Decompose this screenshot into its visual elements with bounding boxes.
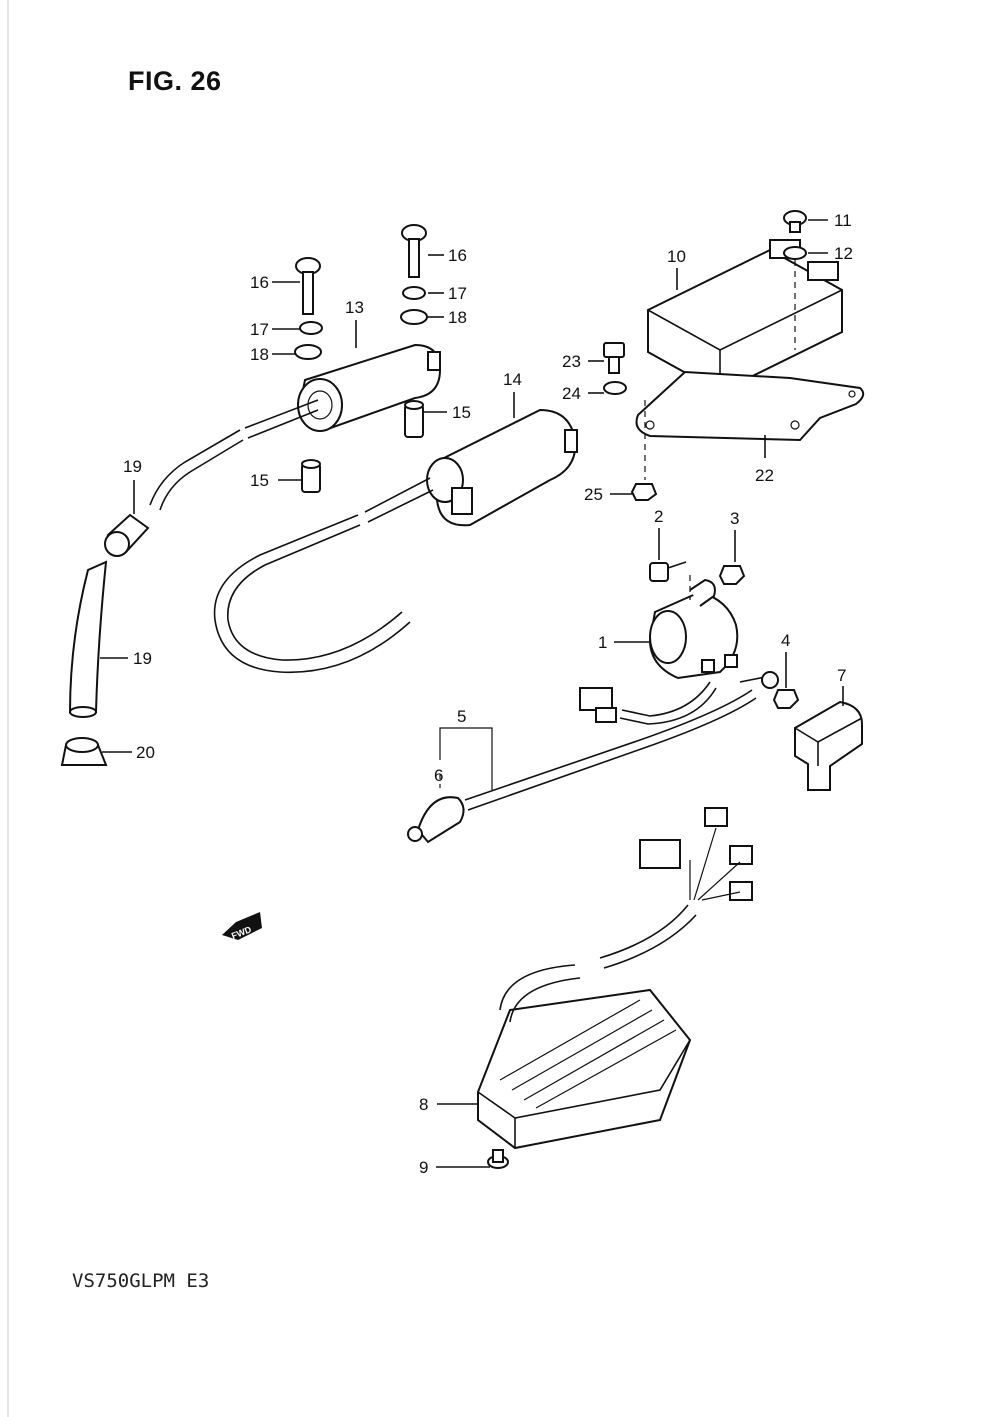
figure-title: FIG. 26	[128, 66, 222, 96]
callout-20: 20	[136, 743, 155, 762]
nut-3	[718, 565, 746, 585]
washer-24	[603, 381, 627, 395]
fwd-arrow-badge: FWD	[222, 912, 262, 941]
callout-5: 5	[457, 707, 466, 726]
callout-9: 9	[419, 1158, 428, 1177]
callout-18-left: 18	[250, 345, 269, 364]
bracket-line-5	[439, 727, 493, 790]
callout-19: 19	[133, 649, 152, 668]
callout-7: 7	[837, 666, 846, 685]
callout-3: 3	[730, 509, 739, 528]
coil-13-lead	[149, 429, 244, 511]
callout-12: 12	[834, 244, 853, 263]
plug-boot-19	[68, 560, 108, 718]
callout-13: 13	[345, 298, 364, 317]
plug-cap-21	[104, 513, 150, 557]
callout-6: 6	[434, 766, 443, 785]
ignition-coil-14	[364, 408, 578, 527]
callout-23: 23	[562, 352, 581, 371]
nut-25	[630, 483, 658, 501]
callout-15-upper: 15	[452, 403, 471, 422]
callout-11: 11	[834, 211, 852, 230]
callout-10: 10	[667, 247, 686, 266]
washer-18-right	[400, 309, 428, 325]
screw-11	[783, 210, 807, 233]
callout-16-left: 16	[250, 273, 269, 292]
terminal-cover-7	[794, 700, 863, 791]
callout-24: 24	[562, 384, 581, 403]
regulator-rectifier-8	[477, 988, 692, 1150]
regulator-harness	[499, 807, 753, 1023]
washer-17-left	[299, 321, 323, 335]
washer-18-left	[294, 344, 322, 360]
callout-14: 14	[503, 370, 522, 389]
coil-14-lead	[213, 514, 411, 674]
model-code: VS750GLPM E3	[72, 1270, 210, 1292]
starter-relay-1	[648, 578, 739, 680]
nut-4	[772, 689, 800, 709]
bolt-16-left	[295, 257, 321, 315]
callout-16-right: 16	[448, 246, 467, 265]
callout-8: 8	[419, 1095, 428, 1114]
callout-15-lower: 15	[250, 471, 269, 490]
callout-21: 19	[123, 457, 142, 476]
boot-seal-20	[60, 737, 108, 766]
spacer-15-lower	[301, 459, 321, 493]
bolt-23	[603, 342, 625, 374]
callout-labels: 16 17 18 16 17 18 13 15 15 14 19 19 20 1…	[123, 211, 853, 1177]
callout-25: 25	[584, 485, 603, 504]
washer-12	[783, 246, 807, 260]
callout-18-right: 18	[448, 308, 467, 327]
leader-lines	[100, 219, 844, 1168]
bolt-16-right	[401, 224, 427, 278]
washer-17-right	[402, 286, 426, 300]
callout-22: 22	[755, 466, 774, 485]
relay-lead-wire	[579, 671, 779, 725]
spacer-15-upper	[404, 400, 424, 438]
igniter-unit-10	[647, 239, 843, 394]
screw-9	[487, 1149, 509, 1169]
callout-2: 2	[654, 507, 663, 526]
bracket-22	[635, 370, 865, 442]
bolt-2	[649, 561, 687, 582]
callout-4: 4	[781, 631, 790, 650]
ignition-coil-13	[244, 343, 442, 439]
callout-17-right: 17	[448, 284, 467, 303]
callout-17-left: 17	[250, 320, 269, 339]
callout-1: 1	[598, 633, 607, 652]
battery-cable-5	[407, 689, 757, 844]
